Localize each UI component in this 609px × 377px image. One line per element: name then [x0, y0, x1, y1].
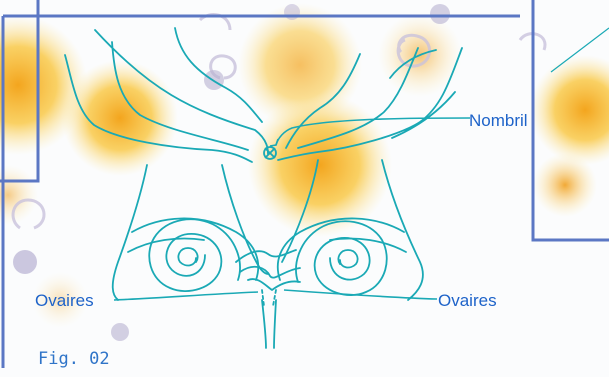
torso-right-edge: [382, 160, 423, 300]
flower-decoration: [248, 93, 392, 237]
flower-decoration: [0, 165, 38, 225]
crotch-line: [262, 300, 276, 348]
yin-yang-decoration: [284, 4, 300, 20]
torso-left-edge: [113, 165, 147, 300]
flower-decoration: [62, 60, 178, 176]
yin-yang-decoration: [13, 250, 37, 274]
flower-decoration: [533, 153, 597, 217]
navel-label: Nombril: [469, 112, 528, 129]
inner-dashes: [262, 290, 276, 306]
ovaries-right-label: Ovaires: [438, 292, 497, 309]
ovaries-left-label: Ovaires: [35, 292, 94, 309]
uterus-tangle: [236, 250, 300, 290]
ovary-spiral-left: [149, 219, 240, 291]
ovaries-left-callout-line: [114, 292, 258, 300]
figure-caption: Fig. 02: [38, 349, 110, 369]
flower-decoration: [530, 55, 609, 165]
yin-yang-decoration: [111, 323, 129, 341]
yin-yang-decoration: [430, 4, 450, 24]
